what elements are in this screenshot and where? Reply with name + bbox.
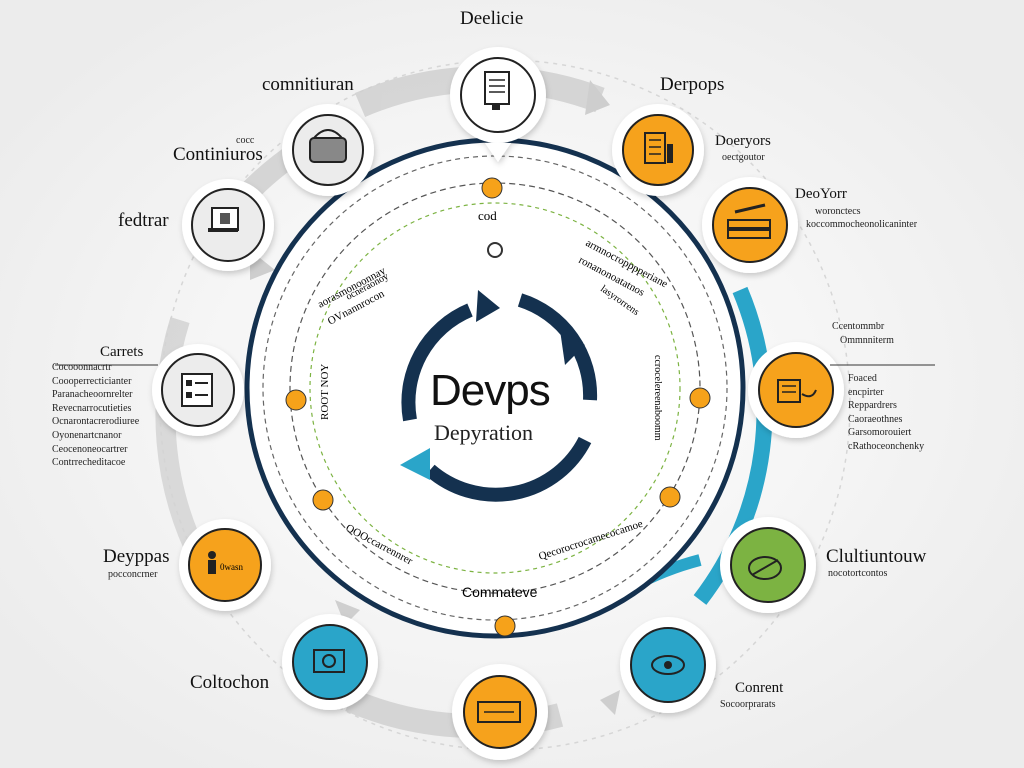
left-list-item: Revecnarrocutieties xyxy=(52,402,132,414)
label-feedback: fedtrar xyxy=(118,210,169,231)
right-list-item: Garsomorouiert xyxy=(848,427,912,439)
label-right-mid1: Ccentommbr xyxy=(832,321,885,332)
inner-text-top: cod xyxy=(478,208,497,223)
green-dashed-ring xyxy=(309,202,681,574)
label-dopyors: Doeryors xyxy=(715,133,771,149)
right-list-item: Reppardrers xyxy=(848,400,897,412)
list-icon xyxy=(181,373,213,407)
label-bottom-right-sub: Socoorprarats xyxy=(720,699,776,710)
gear-eye-icon xyxy=(651,655,685,675)
center-subtitle: Depyration xyxy=(434,420,533,445)
left-list-item: Cocooonnacrtr xyxy=(52,362,112,373)
chart-icon xyxy=(644,132,673,164)
inner-text-left-vertical: ROOT NOY xyxy=(319,364,331,420)
label-right-mid2: Ommnniterm xyxy=(840,335,894,346)
label-cultural: Clultiuntouw xyxy=(826,546,927,567)
right-list-item: encpirter xyxy=(848,386,884,398)
label-dopyors-sub: oectgoutor xyxy=(722,152,765,163)
center-cycle-icon xyxy=(400,290,598,502)
blocks-icon xyxy=(727,203,771,239)
label-cultural-sub: nocotortcontos xyxy=(828,568,888,579)
label-deoyor-sub1: woronctecs xyxy=(815,206,861,217)
label-deoyor: DeoYorr xyxy=(795,186,847,202)
left-list-item: Ocnarontacrerodiuree xyxy=(52,416,140,428)
left-list-item: Oyonenartcnanor xyxy=(52,429,122,441)
right-list-item: cRathoceonchenky xyxy=(848,440,925,452)
document-icon-bottom xyxy=(477,701,521,723)
printer-icon xyxy=(309,129,347,163)
svg-text:0wasn: 0wasn xyxy=(220,562,243,572)
node-left-lower xyxy=(179,519,271,611)
right-list-item: Caoraeothnes xyxy=(848,413,903,425)
label-top-left: comnitiuran xyxy=(262,74,354,95)
label-right-top: Derpops xyxy=(660,74,725,95)
money-icon xyxy=(777,379,817,403)
left-list: Cocooonnacrtr Coooperrecticianter Parana… xyxy=(52,361,139,470)
label-top: Deelicie xyxy=(460,8,524,29)
left-list-item: Coooperrecticianter xyxy=(52,375,132,387)
label-collection: Coltochon xyxy=(190,672,270,693)
label-continuous: Continiuros xyxy=(173,144,263,165)
label-bottom-right: Conrent xyxy=(735,680,784,696)
left-list-item: Contrrecheditacoe xyxy=(52,457,126,469)
inner-text-right-vertical: ccrocelereenaboomm xyxy=(652,355,663,441)
checklist-icon xyxy=(208,207,239,232)
label-deoyor-sub2: koccommocheonolicaninter xyxy=(806,219,918,230)
label-left-heading: Carrets xyxy=(100,344,144,360)
label-bottom-left-sub: pocconcrner xyxy=(108,569,158,580)
label-bottom-left: Deyppas xyxy=(103,546,170,567)
label-cont-small: cocc xyxy=(236,135,255,146)
orbit-markers xyxy=(285,177,711,637)
document-icon xyxy=(484,71,510,110)
cash-icon xyxy=(313,649,345,673)
inner-text-bottom: Commateve xyxy=(462,584,538,600)
person-icon: 0wasn xyxy=(208,551,243,574)
center-title: Devps xyxy=(430,366,551,415)
left-list-item: Paranacheoornrelter xyxy=(52,389,133,401)
left-list-item: Ceocenoneocartrer xyxy=(52,443,128,455)
node-bottom-left xyxy=(282,614,378,710)
right-list-item: Foaced xyxy=(848,373,877,384)
handshake-icon xyxy=(748,556,782,580)
right-list: Foaced encpirter Reppardrers Caoraeothne… xyxy=(848,372,924,454)
